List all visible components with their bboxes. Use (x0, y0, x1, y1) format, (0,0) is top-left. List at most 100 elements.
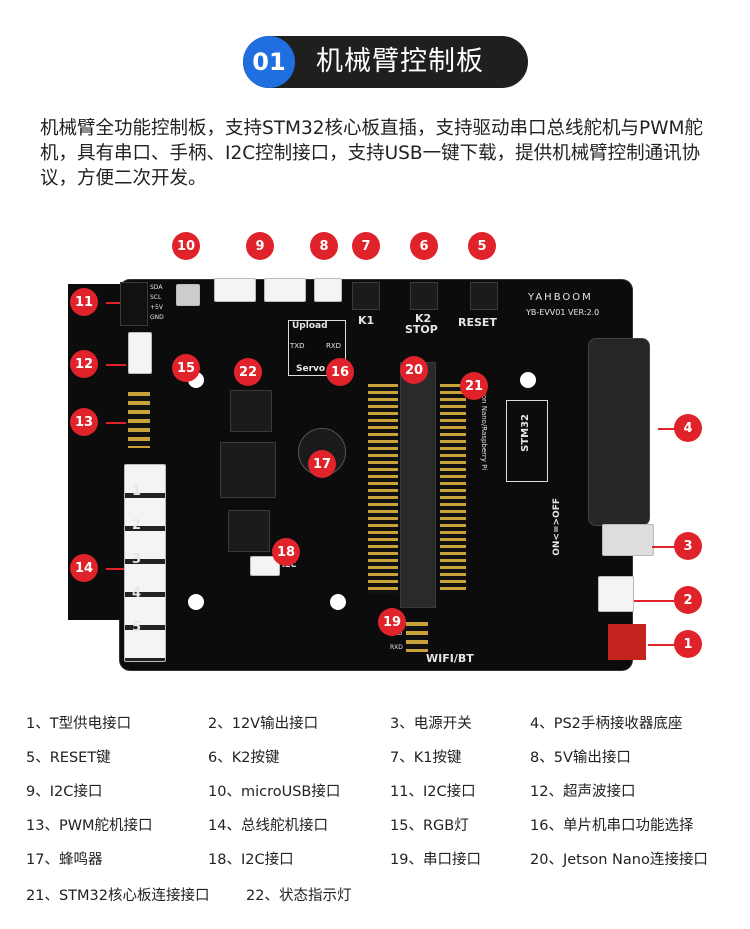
bus-servo-3-label: 3 (132, 552, 142, 567)
jetson-header (368, 384, 398, 594)
legend-item: 16、单片机串口功能选择 (530, 818, 694, 834)
callout-22: 22 (234, 358, 262, 386)
legend-item: 21、STM32核心板连接接口 (26, 888, 210, 904)
legend-item: 11、I2C接口 (390, 784, 476, 800)
5v-label: +5V (150, 304, 163, 311)
callout-16: 16 (326, 358, 354, 386)
chip-main (220, 442, 276, 498)
txd-label: TXD (290, 342, 305, 350)
reset-button (470, 282, 498, 310)
legend-item: 3、电源开关 (390, 716, 472, 732)
legend-item: 19、串口接口 (390, 852, 481, 868)
bus-servo-2-label: 2 (132, 518, 142, 533)
callout-3: 3 (674, 532, 702, 560)
legend-item: 13、PWM舵机接口 (26, 818, 153, 834)
mount-hole (188, 594, 204, 610)
mount-hole (330, 594, 346, 610)
5v-output-connector (314, 278, 342, 302)
reset-label: RESET (458, 316, 497, 329)
sda-label: SDA (150, 284, 163, 291)
version-label: YB-EVV01 VER:2.0 (526, 308, 600, 317)
callout-11: 11 (70, 288, 98, 316)
i2c-connector-9a (214, 278, 256, 302)
callout-14: 14 (70, 554, 98, 582)
legend-item: 17、蜂鸣器 (26, 852, 103, 868)
legend-item: 14、总线舵机接口 (208, 818, 328, 834)
callout-20: 20 (400, 356, 428, 384)
callout-19: 19 (378, 608, 406, 636)
bus-servo-1-label: 1 (132, 484, 142, 499)
section-header: 01 机械臂控制板 (0, 0, 750, 100)
stm32-label: STM32 (520, 414, 531, 452)
callout-line-2 (634, 600, 678, 602)
stm32-outline (506, 400, 548, 482)
k1-label: K1 (358, 314, 375, 327)
chip-bottom (228, 510, 270, 552)
stop-label: STOP (405, 323, 438, 336)
legend-item: 9、I2C接口 (26, 784, 103, 800)
k2-label: K2 (415, 312, 432, 325)
i2c-connector-18 (250, 556, 280, 576)
legend-item: 15、RGB灯 (390, 818, 469, 834)
callout-8: 8 (310, 232, 338, 260)
callout-17: 17 (308, 450, 336, 478)
legend-item: 1、T型供电接口 (26, 716, 132, 732)
callout-6: 6 (410, 232, 438, 260)
callout-line-14 (106, 568, 124, 570)
on-off-label: ON<=>OFF (552, 498, 562, 556)
description-text: 机械臂全功能控制板，支持STM32核心板直插，支持驱动串口总线舵机与PWM舵机，… (40, 118, 703, 189)
callout-line-1 (648, 644, 678, 646)
callout-21: 21 (460, 372, 488, 400)
bus-servo-connectors (124, 464, 166, 662)
callout-line-11 (106, 302, 120, 304)
callout-4: 4 (674, 414, 702, 442)
jetson-silk-label: Jetson Nano/Raspberry Pi (480, 382, 488, 471)
microusb-port (176, 284, 200, 306)
gnd-label: GND (150, 314, 164, 321)
legend-item: 7、K1按键 (390, 750, 462, 766)
legend-item: 6、K2按键 (208, 750, 280, 766)
k1-button (352, 282, 380, 310)
callout-line-4 (658, 428, 678, 430)
callout-line-12 (106, 364, 126, 366)
i2c-header-left (120, 282, 148, 326)
legend-item: 2、12V输出接口 (208, 716, 319, 732)
callout-9: 9 (246, 232, 274, 260)
serial-header (406, 622, 428, 652)
pwm-servo-header (128, 392, 150, 448)
callout-18: 18 (272, 538, 300, 566)
legend-item: 20、Jetson Nano连接接口 (530, 852, 708, 868)
callout-10: 10 (172, 232, 200, 260)
bus-servo-5-label: 5 (132, 620, 142, 635)
power-switch (602, 524, 654, 556)
jetson-socket (400, 362, 436, 608)
section-number-badge: 01 (243, 36, 295, 88)
mount-hole (520, 372, 536, 388)
callout-line-13 (106, 422, 126, 424)
callout-7: 7 (352, 232, 380, 260)
ultrasonic-connector (128, 332, 152, 374)
legend-item: 5、RESET键 (26, 750, 111, 766)
servo-label: Servo (296, 364, 326, 374)
serial-rxd-label: RXD (390, 644, 403, 651)
scl-label: SCL (150, 294, 162, 301)
callout-line-3 (652, 546, 678, 548)
12v-output-port (598, 576, 634, 612)
chip-top (230, 390, 272, 432)
section-title: 机械臂控制板 (316, 46, 484, 77)
legend-item: 4、PS2手柄接收器底座 (530, 716, 683, 732)
legend-item: 8、5V输出接口 (530, 750, 631, 766)
callout-1: 1 (674, 630, 702, 658)
callout-13: 13 (70, 408, 98, 436)
bus-servo-4-label: 4 (132, 586, 142, 601)
t-power-connector (608, 624, 646, 660)
legend-item: 12、超声波接口 (530, 784, 636, 800)
callout-5: 5 (468, 232, 496, 260)
rxd-label: RXD (326, 342, 342, 350)
ps2-receiver-base (588, 338, 650, 526)
callout-12: 12 (70, 350, 98, 378)
k2-button (410, 282, 438, 310)
legend-item: 10、microUSB接口 (208, 784, 341, 800)
i2c-connector-9b (264, 278, 306, 302)
upload-label: Upload (292, 321, 328, 331)
